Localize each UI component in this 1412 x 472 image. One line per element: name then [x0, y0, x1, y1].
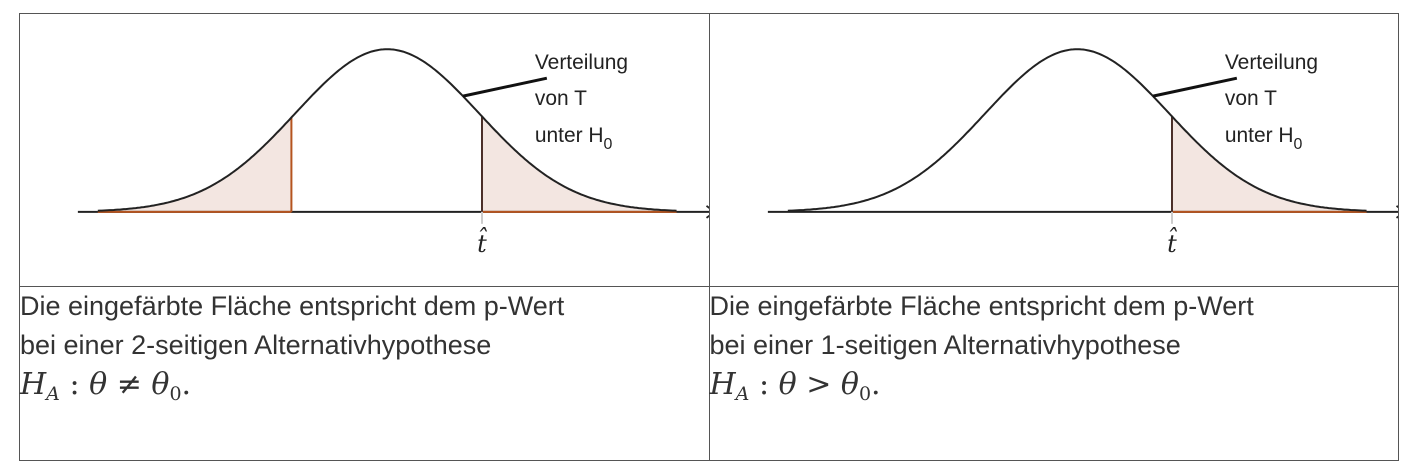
shaded-right-tail [481, 116, 677, 212]
curve-label-line3: unter H0 [1224, 124, 1302, 153]
figure-table: Verteilung von T unter H0 t̂ Verteilung … [19, 13, 1399, 461]
curve-label-line1: Verteilung [1224, 51, 1317, 74]
formula-h: H [20, 367, 47, 402]
curve-label-line3: unter H0 [535, 124, 613, 153]
density-diagram-two-sided: Verteilung von T unter H0 t̂ [77, 48, 709, 258]
shaded-left-tail [97, 117, 292, 212]
formula-sub-a: A [46, 383, 60, 405]
label-leader-line [462, 76, 548, 98]
shaded-right-tail [1171, 116, 1367, 212]
curve-label-line1: Verteilung [535, 51, 628, 74]
density-curve [787, 48, 1367, 212]
formula-relation: θ ≠ θ [89, 367, 170, 402]
density-diagram-one-sided: Verteilung von T unter H0 t̂ [767, 48, 1398, 258]
caption-line-2: bei einer 1-seitigen Alternativhypothese [709, 330, 1181, 360]
caption-two-sided: Die eingefärbte Fläche entspricht dem p-… [19, 286, 710, 461]
curve-label-line2: von T [1224, 87, 1276, 110]
density-curve [97, 48, 677, 212]
caption-line-1: Die eingefärbte Fläche entspricht dem p-… [709, 291, 1254, 321]
formula-sub-0: 0 [858, 383, 872, 405]
t-hat-label: t̂ [1167, 227, 1178, 258]
caption-one-sided: Die eingefärbte Fläche entspricht dem p-… [708, 286, 1399, 461]
figure-one-sided: Verteilung von T unter H0 t̂ [708, 13, 1399, 287]
caption-line-2: bei einer 2-seitigen Alternativhypothese [20, 330, 492, 360]
curve-label-subscript: 0 [604, 136, 613, 153]
caption-line-1: Die eingefärbte Fläche entspricht dem p-… [20, 291, 565, 321]
formula-relation: θ > θ [778, 367, 859, 402]
formula-period: . [871, 367, 881, 402]
alternative-hypothesis-formula: HA : θ > θ0. [709, 367, 881, 405]
formula-period: . [181, 367, 192, 402]
formula-sub-0: 0 [169, 383, 182, 405]
curve-label-subscript: 0 [1293, 136, 1302, 153]
curve-label-h: unter H [1224, 124, 1293, 147]
curve-label-line2: von T [535, 87, 587, 110]
formula-sub-a: A [735, 383, 750, 405]
curve-label-h: unter H [535, 124, 604, 147]
label-leader-line [1152, 76, 1237, 98]
figure-two-sided: Verteilung von T unter H0 t̂ [19, 13, 710, 287]
t-hat-label: t̂ [477, 227, 488, 258]
alternative-hypothesis-formula: HA : θ ≠ θ0. [20, 367, 192, 405]
formula-h: H [709, 367, 736, 402]
